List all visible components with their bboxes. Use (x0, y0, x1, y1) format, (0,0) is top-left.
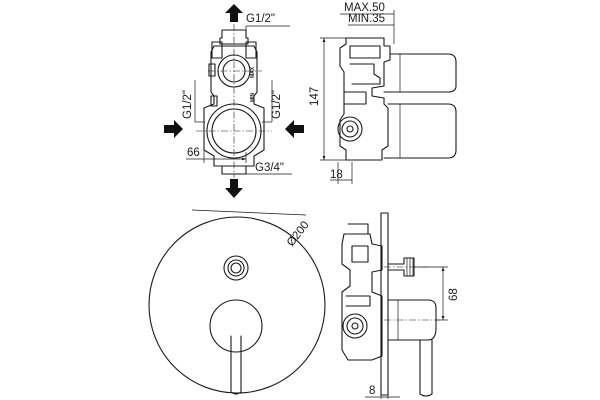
body-detail-left-2 (210, 95, 218, 107)
diverter-inner (227, 259, 245, 277)
side-body-rib (343, 91, 367, 105)
dim-width-66: 66 (187, 147, 200, 159)
arrow-left-icon (285, 120, 304, 138)
dim-offset-68: 68 (448, 288, 460, 301)
assembly-body-detail (351, 245, 369, 263)
side-body-detail-top (349, 45, 381, 59)
dim-max-depth: MAX.50 (344, 2, 385, 14)
label-outlet-top: G1/2" (246, 13, 275, 25)
assembly-port-inner (346, 317, 364, 335)
side-port-inner (341, 120, 359, 138)
side-nozzle-upper (383, 53, 457, 93)
side-port-hub (346, 125, 354, 133)
handle-cylinder (387, 299, 437, 341)
dim-height-147: 147 (309, 87, 321, 106)
diverter-core (230, 262, 242, 274)
assembly-port-outer (342, 313, 368, 339)
side-body-outline (339, 37, 391, 161)
arrow-up-icon (225, 4, 243, 22)
side-port-outer (337, 116, 363, 142)
dim-base-18: 18 (330, 169, 343, 181)
dim-min-depth: MIN.35 (348, 13, 385, 25)
body-mark-max: MAX (250, 66, 256, 78)
assembly-body (341, 233, 383, 361)
assembly-body-rib (345, 295, 371, 307)
side-nozzle-lower (383, 103, 457, 159)
valve-body-side-view: MAX.50 MIN.35 147 18 (309, 2, 457, 184)
wall-plate (380, 212, 389, 396)
top-outlet (219, 29, 249, 45)
label-inlet-right: G1/2" (271, 90, 283, 119)
body-mark-min: MIN (250, 92, 256, 102)
valve-body-front-view: MAX MIN G1/2" G1/2" G1/2" 66 G3/4" (164, 4, 304, 198)
side-body-detail-mid (349, 63, 381, 85)
label-outlet-bottom: G3/4" (255, 162, 284, 174)
arrow-right-icon (164, 120, 183, 138)
body-detail-left (208, 63, 216, 77)
assembly-port-hub (351, 322, 359, 330)
diverter-outer (223, 255, 249, 281)
plate-outer (148, 216, 326, 394)
handle-lever (230, 335, 242, 395)
arrow-down-icon (225, 179, 243, 198)
handle-lever-side (419, 339, 433, 397)
dim-line-diameter (191, 209, 307, 216)
dim-thickness-8: 8 (369, 385, 375, 397)
label-inlet-left: G1/2" (182, 90, 194, 119)
assembled-side-view: 68 8 (341, 212, 460, 399)
assembly-top-cap (347, 223, 369, 235)
trim-plate-front-view: Ø200 (148, 209, 326, 395)
handle-base (209, 299, 263, 353)
